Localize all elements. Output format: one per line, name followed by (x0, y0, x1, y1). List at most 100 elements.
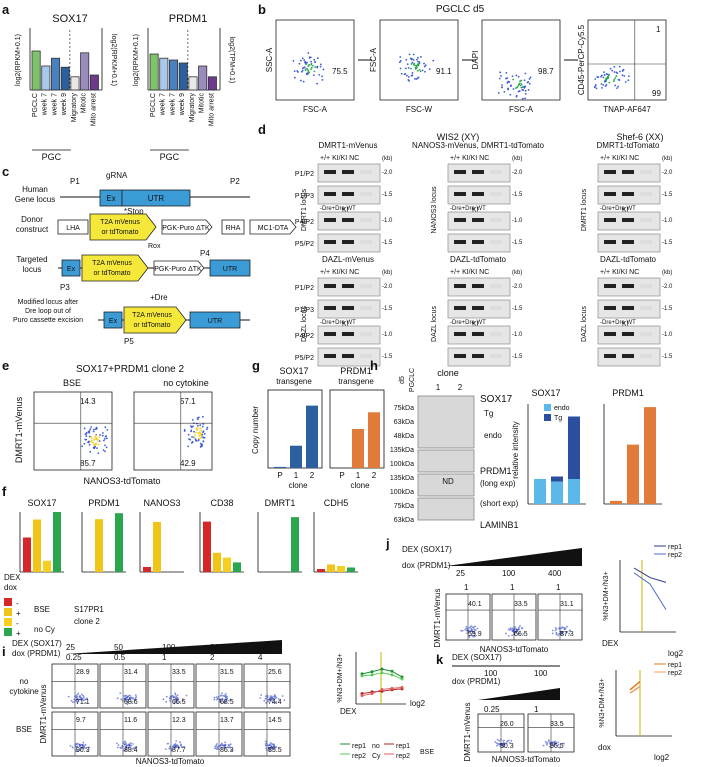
dot (202, 430, 205, 433)
b-y-label: FSC-A (369, 47, 378, 72)
f-gene-title: NANOS3 (143, 498, 180, 508)
c-p1: P1 (70, 177, 80, 186)
dot (201, 433, 204, 436)
i-ur: 31.4 (124, 669, 138, 676)
k-series-line (629, 680, 641, 691)
dot (319, 63, 322, 66)
dot (203, 436, 206, 439)
d-band (640, 192, 652, 196)
d-size: -2.0 (662, 170, 673, 176)
dot (224, 693, 227, 695)
dot (423, 62, 425, 65)
d-row-label: P4/P2 (295, 219, 314, 226)
dot (218, 745, 221, 748)
dot (127, 698, 130, 701)
dot (502, 745, 505, 748)
dot (304, 61, 306, 64)
dot (496, 738, 499, 741)
dot (83, 427, 86, 430)
dot (189, 425, 192, 428)
f-clone: clone 2 (74, 617, 100, 626)
dot (71, 746, 74, 749)
dot (194, 434, 197, 436)
i-series-point (370, 670, 374, 674)
c-lha (57, 219, 89, 235)
i-wedge (66, 640, 282, 654)
dot (470, 634, 473, 637)
a-bar (149, 53, 159, 91)
dot (524, 97, 526, 100)
h-legend-endo (544, 404, 551, 411)
d-band (622, 240, 634, 244)
dot (272, 701, 274, 704)
dot (512, 88, 515, 90)
dot (318, 73, 321, 76)
dot (303, 59, 306, 61)
g-bar (368, 412, 380, 468)
dot (175, 699, 178, 702)
i-flow-plot-dots (214, 741, 233, 752)
dot (557, 634, 559, 637)
f-gene-title: PRDM1 (88, 498, 120, 508)
dot (416, 60, 419, 63)
dot (187, 445, 190, 448)
dot (568, 630, 571, 632)
dot (216, 697, 219, 700)
dot (199, 446, 202, 448)
f-bar (115, 513, 123, 572)
dot (274, 696, 277, 699)
i-ur: 25.6 (268, 669, 282, 676)
dot (562, 633, 564, 636)
dot (498, 739, 501, 742)
dot (98, 440, 101, 442)
dot (465, 627, 468, 630)
dot (220, 743, 223, 746)
dot (473, 628, 476, 631)
panel-c-label: c (2, 164, 9, 179)
k-dex-val: 100 (534, 669, 548, 678)
dot (515, 95, 518, 98)
dot (200, 429, 203, 432)
dot (307, 70, 310, 73)
dot (116, 746, 119, 749)
f-bar (33, 519, 41, 572)
d-band (360, 284, 372, 288)
a-category: Mitotic (81, 93, 88, 114)
dot (270, 699, 273, 702)
dot (268, 744, 271, 746)
dot (523, 79, 526, 82)
dot (554, 627, 557, 629)
dot (88, 746, 91, 749)
dot (608, 81, 611, 84)
dot (495, 742, 498, 745)
dot (227, 744, 230, 746)
dot (521, 88, 524, 91)
c-t2a-3: T2A mVenus (132, 312, 172, 319)
d-dre-lanes: -Dre+Dre WT (320, 320, 356, 326)
a-left-axis: log2(RPKM+0.1) (133, 34, 140, 86)
dot (125, 696, 128, 699)
panel-a-title: SOX17 (52, 13, 87, 25)
dot (405, 74, 408, 77)
d-ki: KI (342, 321, 349, 328)
dot (615, 75, 618, 77)
j-series-line (633, 572, 667, 610)
a-category: Mitotic (199, 93, 206, 114)
c-p2: P2 (230, 177, 240, 186)
dot (411, 72, 414, 74)
dot (101, 432, 104, 434)
dot (173, 746, 176, 749)
dot (509, 93, 512, 96)
dot (617, 85, 620, 88)
dot (316, 82, 319, 85)
i-flow-plot-dots (116, 692, 138, 706)
d-row-label: P5/P2 (295, 355, 314, 362)
d-band (324, 170, 336, 174)
d-ki: KI (472, 321, 479, 328)
dot (594, 84, 597, 86)
d-kb: (kb) (382, 156, 392, 162)
dot (80, 693, 83, 696)
j-series-line (633, 567, 667, 583)
dot (75, 750, 77, 753)
dot (162, 698, 165, 701)
